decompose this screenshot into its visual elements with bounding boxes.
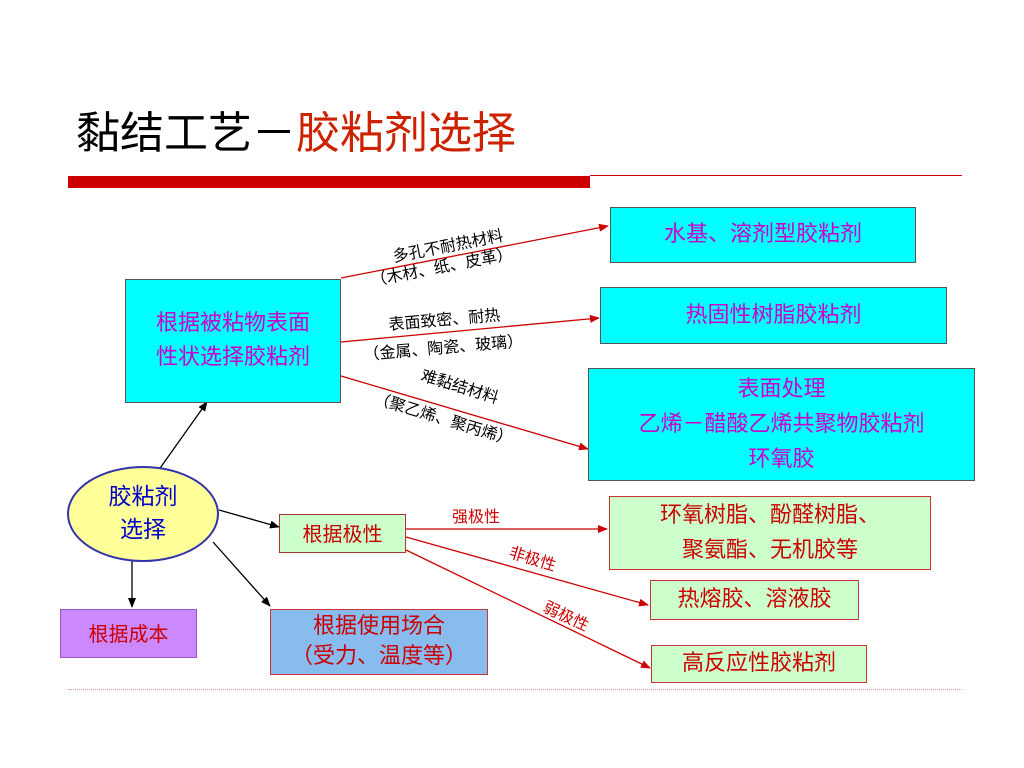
title-accent: 胶粘剂选择 [296, 108, 516, 159]
node-polarity: 根据极性 [279, 514, 406, 553]
label-dense-line2: （金属、陶瓷、玻璃） [363, 331, 524, 364]
node-hotmelt-label: 热熔胶、溶液胶 [677, 587, 832, 612]
node-water-label: 水基、溶剂型胶粘剂 [663, 222, 862, 247]
node-treatment-line3: 环氧胶 [748, 447, 815, 472]
arrow-center-to-surface [157, 401, 208, 472]
node-surface-treatment: 表面处理 乙烯－醋酸乙烯共聚物胶粘剂 环氧胶 [588, 368, 975, 481]
label-dense-line1: 表面致密、耐热 [388, 305, 501, 334]
arrow-polarity-to-reactive [405, 549, 651, 669]
label-weak-polarity: 弱极性 [540, 597, 592, 635]
arrow-surface-to-treatment [340, 375, 589, 451]
arrow-center-to-usage [212, 541, 271, 607]
node-usage-line1: 根据使用场合 [312, 614, 445, 639]
node-adhesive-selection: 胶粘剂 选择 [67, 466, 219, 562]
node-cost-label: 根据成本 [88, 621, 169, 646]
node-polarity-label: 根据极性 [302, 521, 383, 546]
center-line1: 胶粘剂 [108, 484, 178, 510]
node-epoxy-line2: 聚氨酯、无机胶等 [681, 538, 858, 563]
node-thermoset: 热固性树脂胶粘剂 [600, 287, 947, 344]
node-treatment-line2: 乙烯－醋酸乙烯共聚物胶粘剂 [638, 412, 925, 437]
node-reactive-label: 高反应性胶粘剂 [681, 651, 836, 676]
node-usage: 根据使用场合 （受力、温度等） [270, 609, 488, 675]
title-underline-line [590, 175, 962, 176]
node-cost: 根据成本 [60, 609, 197, 658]
title-underline-bar [68, 176, 590, 188]
node-treatment-line1: 表面处理 [737, 377, 826, 402]
node-surface-line2: 性状选择胶粘剂 [155, 345, 310, 370]
node-surface-line1: 根据被粘物表面 [155, 311, 310, 336]
node-epoxy-resins: 环氧树脂、酚醛树脂、 聚氨酯、无机胶等 [609, 496, 931, 570]
node-usage-line2: （受力、温度等） [290, 644, 467, 669]
arrow-surface-to-thermoset [340, 314, 600, 343]
footer-divider [68, 689, 962, 690]
node-thermoset-label: 热固性树脂胶粘剂 [685, 302, 862, 328]
arrow-polarity-to-hotmelt [405, 536, 649, 607]
label-nonpolar: 非极性 [507, 543, 558, 575]
label-hard-line1: 难黏结材料 [419, 366, 501, 408]
page-title: 黏结工艺－胶粘剂选择 [76, 104, 516, 164]
arrow-surface-to-water [340, 223, 609, 279]
title-main: 黏结工艺－ [76, 108, 296, 159]
node-surface-property: 根据被粘物表面 性状选择胶粘剂 [125, 279, 341, 403]
label-strong-polarity: 强极性 [452, 507, 500, 526]
node-hotmelt: 热熔胶、溶液胶 [650, 580, 859, 620]
node-epoxy-line1: 环氧树脂、酚醛树脂、 [659, 503, 880, 528]
node-water-solvent: 水基、溶剂型胶粘剂 [610, 207, 916, 263]
center-line2: 选择 [120, 517, 166, 543]
node-reactive: 高反应性胶粘剂 [651, 645, 867, 683]
arrow-center-to-polarity [218, 509, 280, 529]
